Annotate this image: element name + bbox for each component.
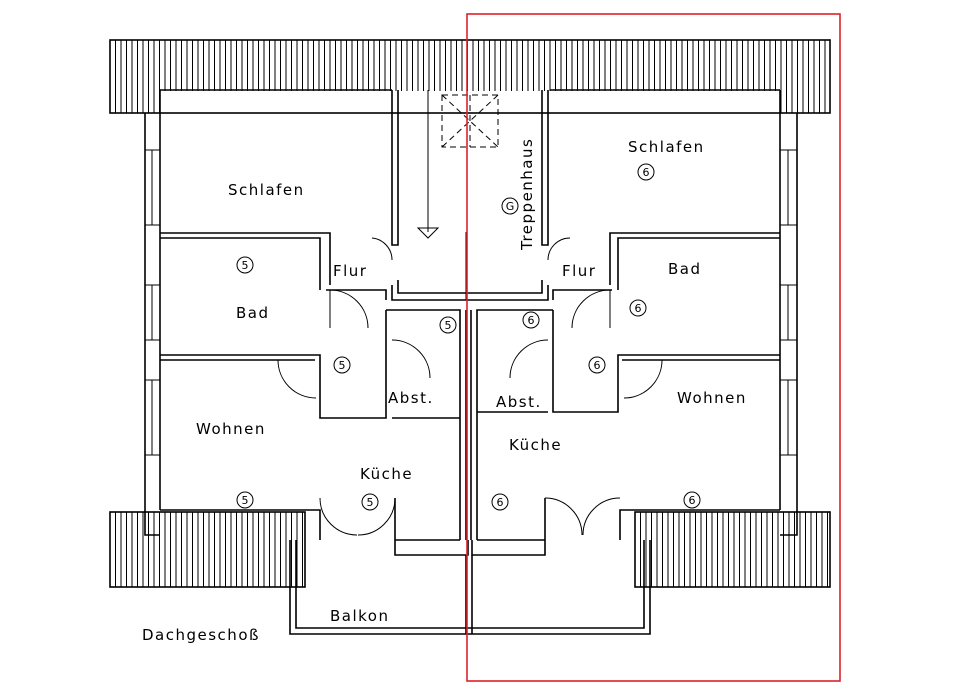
unit-marker: 5 (367, 496, 374, 509)
right-unit-walls (465, 232, 780, 556)
room-label-wohnen-right: Wohnen (677, 389, 747, 407)
room-label-schlafen-right: Schlafen (628, 138, 705, 156)
unit-marker: 6 (594, 359, 601, 372)
outer-walls (144, 89, 798, 536)
room-label-bad-right: Bad (668, 260, 702, 278)
room-label-kueche-left: Küche (360, 465, 413, 483)
left-unit-walls (160, 232, 469, 556)
room-label-balkon: Balkon (330, 607, 390, 625)
unit-marker: 6 (497, 496, 504, 509)
unit-marker: 5 (445, 319, 452, 332)
highlight-frame (466, 13, 841, 682)
stairwell (391, 90, 549, 301)
roof-hatching-top (115, 40, 826, 113)
roof-outline-top (109, 39, 831, 114)
room-label-abst-left: Abst. (388, 389, 434, 407)
stair-marker-circle (501, 197, 519, 215)
stair-marker-label: G (506, 200, 515, 213)
roof-hatching-bottom-right (640, 512, 828, 587)
unit-marker: 5 (339, 359, 346, 372)
room-label-abst-right: Abst. (496, 393, 542, 411)
room-label-flur-left: Flur (333, 262, 367, 280)
roof-outline-bottom-right (634, 511, 831, 588)
unit-marker: 5 (242, 494, 249, 507)
roof-outline-bottom-left (109, 511, 306, 588)
unit-marker: 6 (643, 166, 650, 179)
unit-marker: 5 (242, 259, 249, 272)
roof-hatching-bottom-left (115, 512, 303, 587)
unit-markers-right: 6 6 6 6 6 6 (491, 163, 701, 511)
stairwell-label: Treppenhaus (518, 138, 536, 251)
unit-markers-left: 5 5 5 5 5 (236, 256, 457, 511)
balcony-outline (289, 540, 651, 635)
door-swings (277, 237, 663, 536)
room-label-flur-right: Flur (562, 262, 596, 280)
room-label-schlafen-left: Schlafen (228, 181, 305, 199)
room-label-bad-left: Bad (236, 304, 270, 322)
plan-title: Dachgeschoß (142, 626, 260, 644)
unit-marker: 6 (689, 494, 696, 507)
room-label-kueche-right: Küche (509, 436, 562, 454)
unit-marker: 6 (635, 302, 642, 315)
room-label-wohnen-left: Wohnen (196, 420, 266, 438)
unit-marker: 6 (528, 314, 535, 327)
